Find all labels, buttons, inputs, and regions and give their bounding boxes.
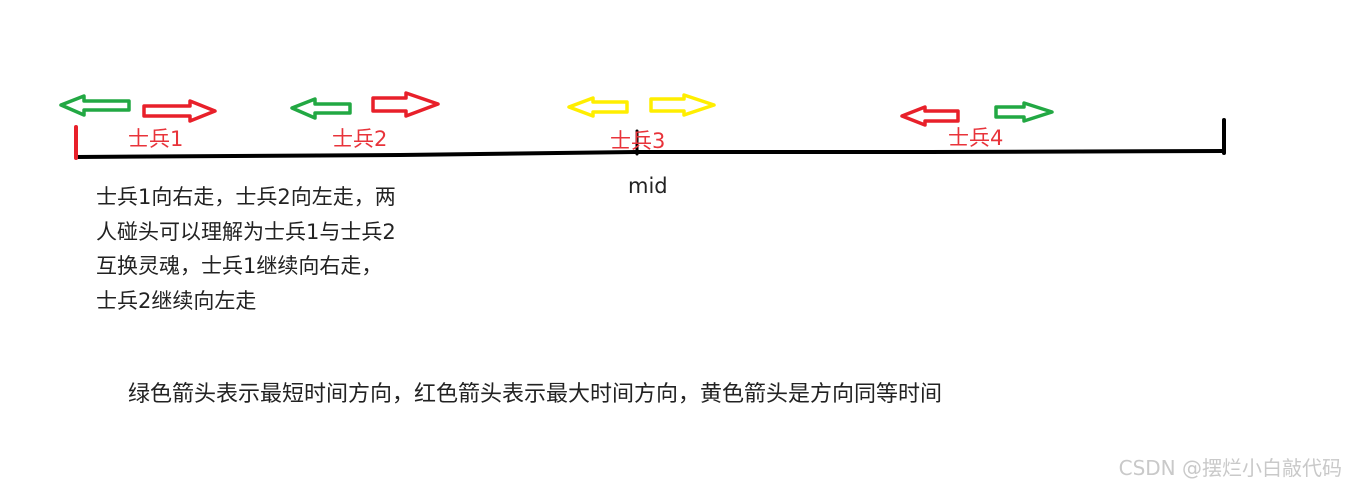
explanation-line: 士兵1向右走，士兵2向左走，两 xyxy=(96,185,396,209)
soldier2-left-arrow xyxy=(290,97,352,120)
soldier1-label: 士兵1 xyxy=(128,127,184,151)
soldier1-right-arrow xyxy=(142,99,217,123)
soldier2-label: 士兵2 xyxy=(332,127,388,151)
csdn-watermark: CSDN @摆烂小白敲代码 xyxy=(1118,456,1342,480)
soldier3-left-arrow xyxy=(567,96,629,118)
soldier1-left-arrow xyxy=(59,94,131,117)
explanation-text: 士兵1向右走，士兵2向左走，两 人碰头可以理解为士兵1与士兵2 互换灵魂，士兵1… xyxy=(96,180,456,318)
soldier4-right-arrow xyxy=(994,101,1054,123)
arrow-legend: 绿色箭头表示最短时间方向，红色箭头表示最大时间方向，黄色箭头是方向同等时间 xyxy=(128,382,943,407)
explanation-line: 互换灵魂，士兵1继续向右走， xyxy=(96,254,383,278)
soldier4-left-arrow xyxy=(900,105,960,127)
soldier4-label: 士兵4 xyxy=(948,126,1004,150)
explanation-line: 士兵2继续向左走 xyxy=(96,288,257,313)
explanation-line: 人碰头可以理解为士兵1与士兵2 xyxy=(96,219,396,244)
mid-label: mid xyxy=(628,174,668,198)
soldier3-right-arrow xyxy=(649,93,716,117)
soldier3-label: 士兵3 xyxy=(610,129,666,153)
soldier2-right-arrow xyxy=(371,91,440,118)
baseline xyxy=(74,149,1226,159)
